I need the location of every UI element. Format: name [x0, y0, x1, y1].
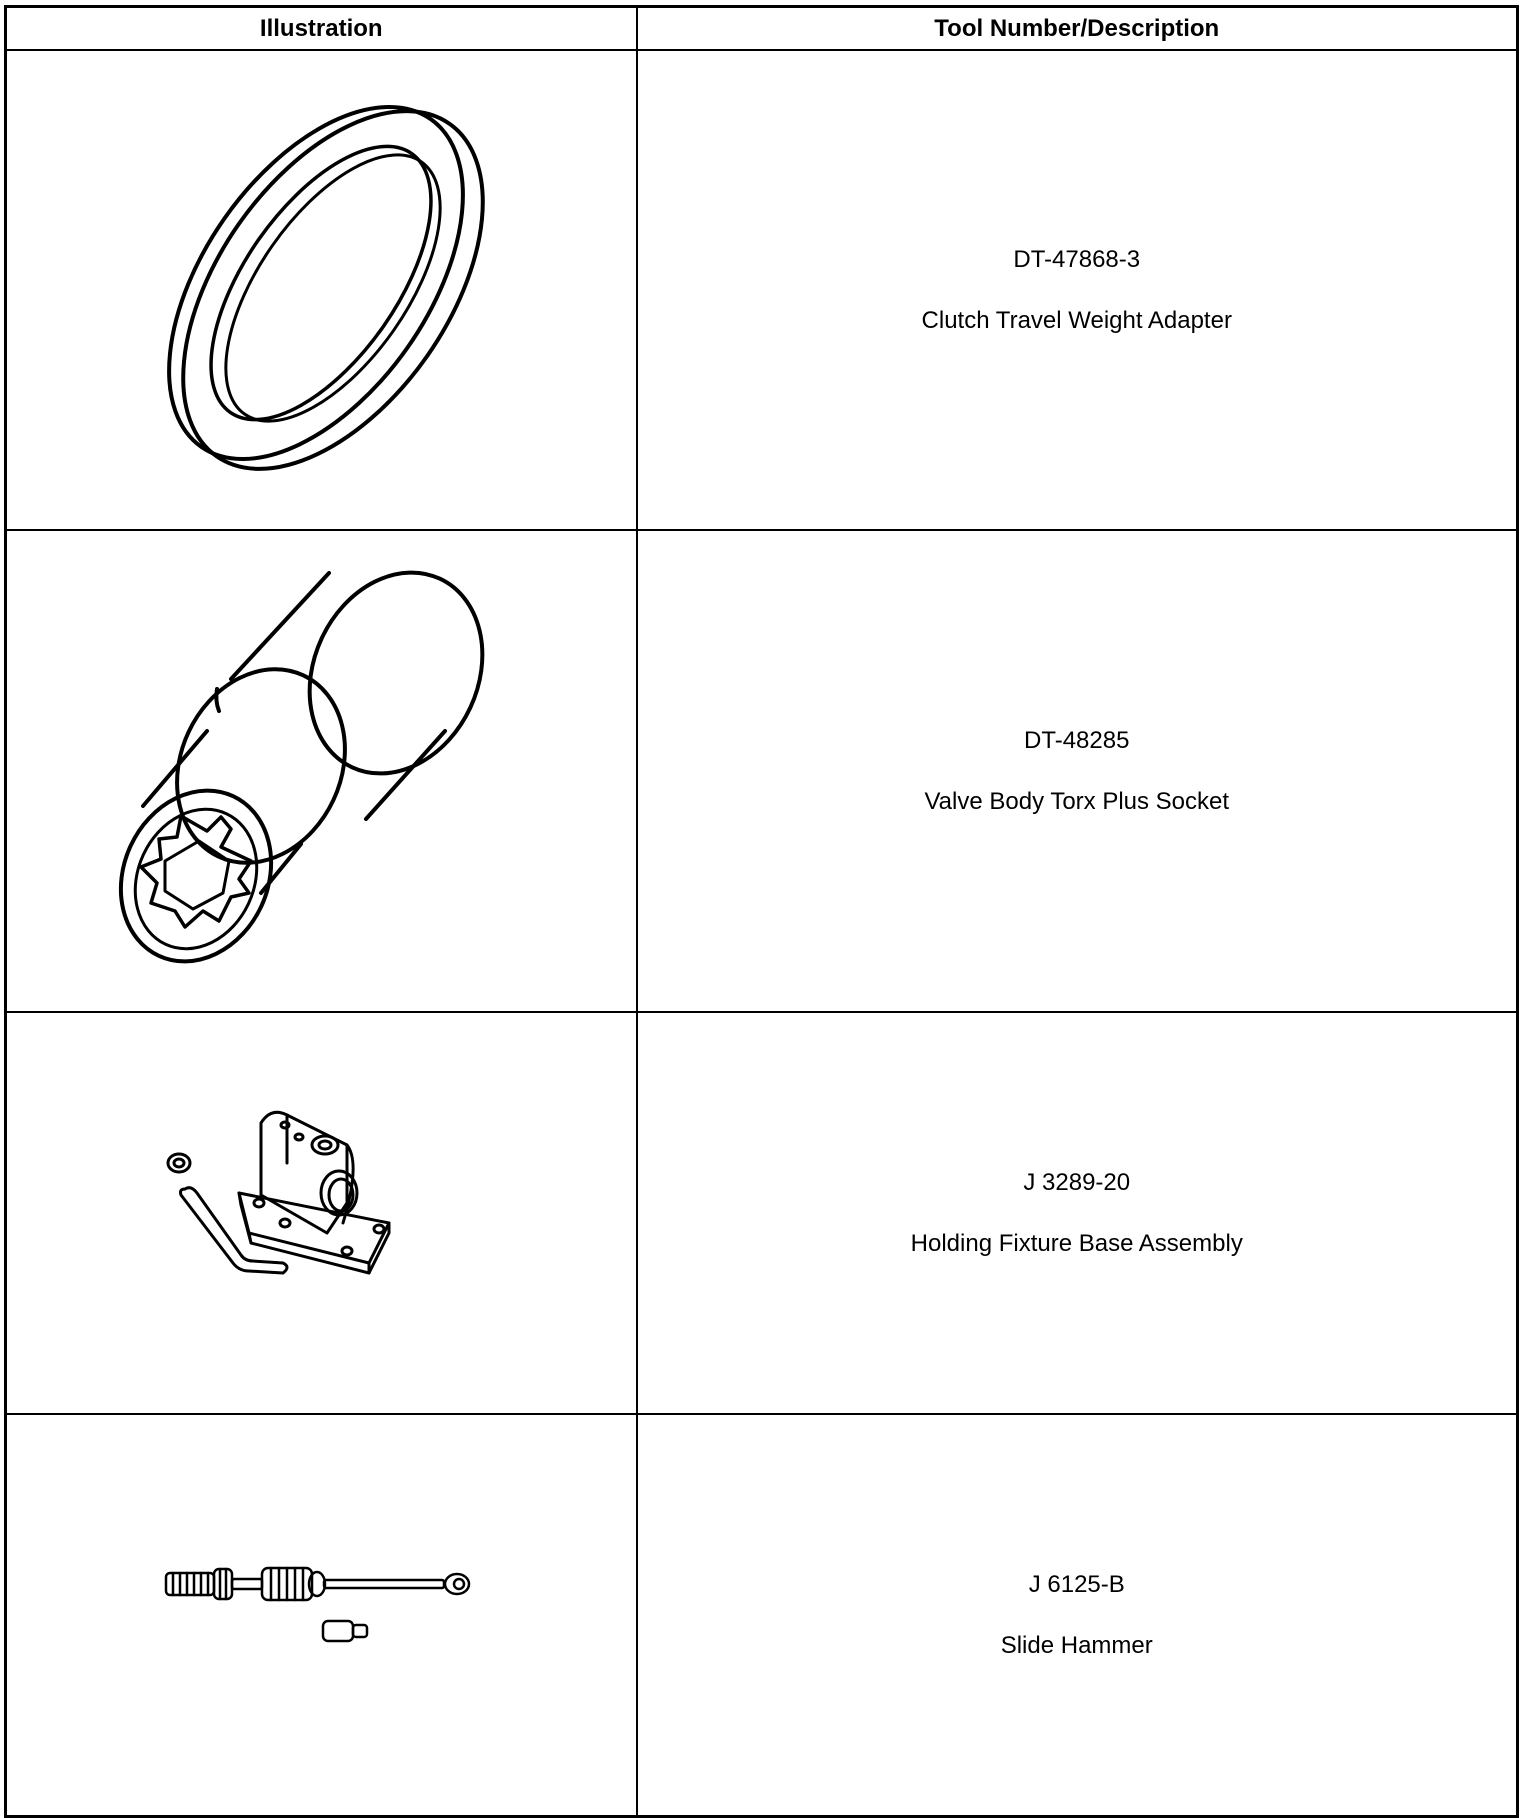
illustration-cell — [4, 1413, 638, 1818]
tool-description: Holding Fixture Base Assembly — [910, 1229, 1243, 1257]
table-header-row: Illustration Tool Number/Description — [4, 5, 1519, 51]
tool-number: DT-48285 — [1024, 726, 1130, 754]
tool-description: Slide Hammer — [1000, 1631, 1153, 1659]
tool-description: Clutch Travel Weight Adapter — [921, 306, 1232, 334]
slide-hammer-icon — [165, 1566, 471, 1643]
header-illustration: Illustration — [4, 5, 638, 51]
table-row: DT-47868-3 Clutch Travel Weight Adapter — [4, 49, 1519, 531]
description-cell: DT-48285 Valve Body Torx Plus Socket — [635, 529, 1519, 1013]
holding-fixture-icon — [166, 1110, 391, 1275]
illustration-cell — [4, 529, 638, 1013]
header-tool-number-description: Tool Number/Description — [635, 5, 1519, 51]
ring-adapter-icon — [167, 105, 486, 471]
tool-number: J 6125-B — [1028, 1570, 1125, 1598]
illustration-cell — [4, 49, 638, 531]
illustration-cell — [4, 1011, 638, 1415]
tool-number: J 3289-20 — [1023, 1168, 1131, 1196]
description-cell: J 3289-20 Holding Fixture Base Assembly — [635, 1011, 1519, 1415]
description-cell: DT-47868-3 Clutch Travel Weight Adapter — [635, 49, 1519, 531]
table-row: J 6125-B Slide Hammer — [4, 1413, 1519, 1818]
description-cell: J 6125-B Slide Hammer — [635, 1413, 1519, 1818]
tool-description: Valve Body Torx Plus Socket — [924, 787, 1230, 815]
tool-number: DT-47868-3 — [1013, 245, 1141, 273]
torx-socket-icon — [119, 570, 485, 964]
table-row: J 3289-20 Holding Fixture Base Assembly — [4, 1011, 1519, 1415]
table-row: DT-48285 Valve Body Torx Plus Socket — [4, 529, 1519, 1013]
special-tools-table: Illustration Tool Number/Description — [4, 5, 1519, 1818]
